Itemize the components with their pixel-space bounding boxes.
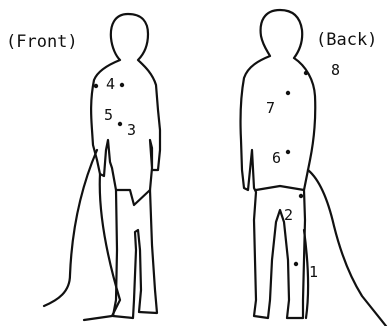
back-marker-2-number: 2 [284,206,293,224]
front-marker-4-number: 4 [106,75,115,93]
front-drape [44,150,120,320]
front-marker-5-dot [94,84,98,88]
front-hip-line [116,190,150,205]
back-marker-1-dot [294,262,298,266]
back-marker-6-dot [286,150,290,154]
front-marker-3-dot [118,122,122,126]
front-marker-5-number: 5 [104,106,113,124]
back-marker-8-number: 8 [331,61,340,79]
front-marker-3-number: 3 [127,121,136,139]
back-marker-8-dot [304,71,308,75]
back-marker-7-dot [286,91,290,95]
front-figure [44,14,160,320]
back-marker-2-dot [299,194,303,198]
back-hip-line [256,186,304,190]
front-view-label: (Front) [6,32,78,52]
back-marker-6-number: 6 [272,149,281,167]
back-drape [304,170,386,326]
back-view-label: (Back) [316,30,377,50]
back-marker-1-number: 1 [309,263,318,281]
front-marker-4-dot [120,83,124,87]
front-body-outline [91,14,160,318]
back-marker-7-number: 7 [266,99,275,117]
